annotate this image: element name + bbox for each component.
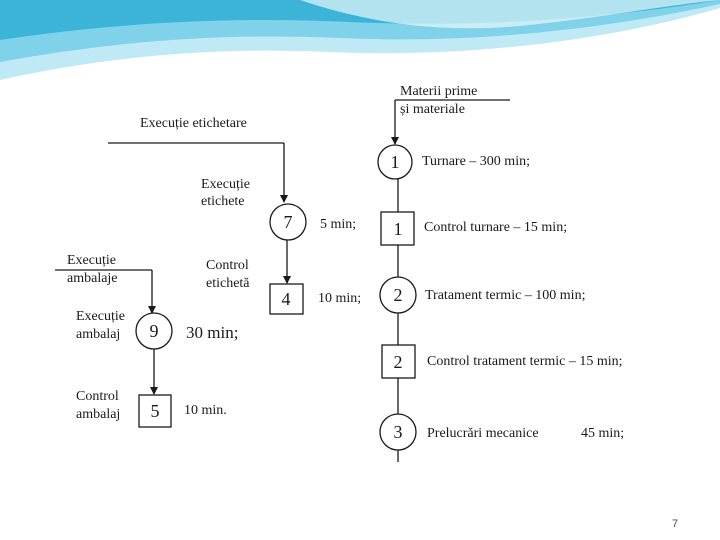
ctrl-number-1: 1 (393, 219, 403, 239)
label-branch-ctrl-time: 10 min; (318, 291, 362, 306)
op-number-1: 1 (390, 152, 400, 172)
input-label-line2: și materiale (400, 102, 465, 117)
input-label-line1: Materii prime (400, 84, 478, 99)
pack-branch-input-line1: Execuție (67, 253, 116, 268)
op-label-3: Prelucrări mecanice (427, 426, 539, 441)
op-number-2: 2 (393, 285, 403, 305)
label-branch-op-line2: etichete (201, 194, 245, 209)
pack-branch-ctrl-time: 10 min. (184, 403, 227, 418)
label-branch-op-line1: Execuție (201, 177, 250, 192)
op-circle-3 (379, 413, 417, 451)
op-number-3: 3 (393, 422, 403, 442)
ctrl-label-1: Control turnare – 15 min; (424, 220, 568, 235)
ctrl-number-5: 5 (150, 401, 160, 421)
label-branch-ctrl-line2: etichetă (206, 276, 250, 291)
ctrl-number-2: 2 (393, 352, 403, 372)
ctrl-square-1 (380, 211, 415, 246)
label-branch-input: Execuție etichetare (140, 116, 247, 131)
ctrl-label-2: Control tratament termic – 15 min; (427, 354, 623, 369)
pack-branch-op-time: 30 min; (186, 323, 239, 342)
pack-branch-input-line2: ambalaje (67, 271, 118, 286)
op-circle-7 (269, 203, 307, 241)
label-branch-ctrl-line1: Control (206, 258, 249, 273)
header-wave-decoration (0, 0, 720, 80)
ctrl-square-2 (381, 344, 416, 379)
ctrl-number-4: 4 (281, 289, 291, 309)
op-label-1: Turnare – 300 min; (422, 154, 530, 169)
op-circle-1 (377, 144, 413, 180)
ctrl-square-5 (138, 394, 172, 428)
ctrl-square-4 (269, 283, 304, 315)
pack-branch-op-line2: ambalaj (76, 327, 121, 342)
op-circle-9 (135, 312, 173, 350)
op-label-2: Tratament termic – 100 min; (425, 288, 586, 303)
pack-branch-op-line1: Execuție (76, 309, 125, 324)
label-branch-op-time: 5 min; (320, 217, 357, 232)
page-number: 7 (672, 518, 679, 530)
op-circle-2 (379, 276, 417, 314)
op-number-7: 7 (283, 212, 293, 232)
pack-branch-ctrl-line1: Control (76, 389, 119, 404)
pack-branch-ctrl-line2: ambalaj (76, 407, 121, 422)
op-time-3: 45 min; (581, 426, 625, 441)
op-number-9: 9 (149, 321, 159, 341)
